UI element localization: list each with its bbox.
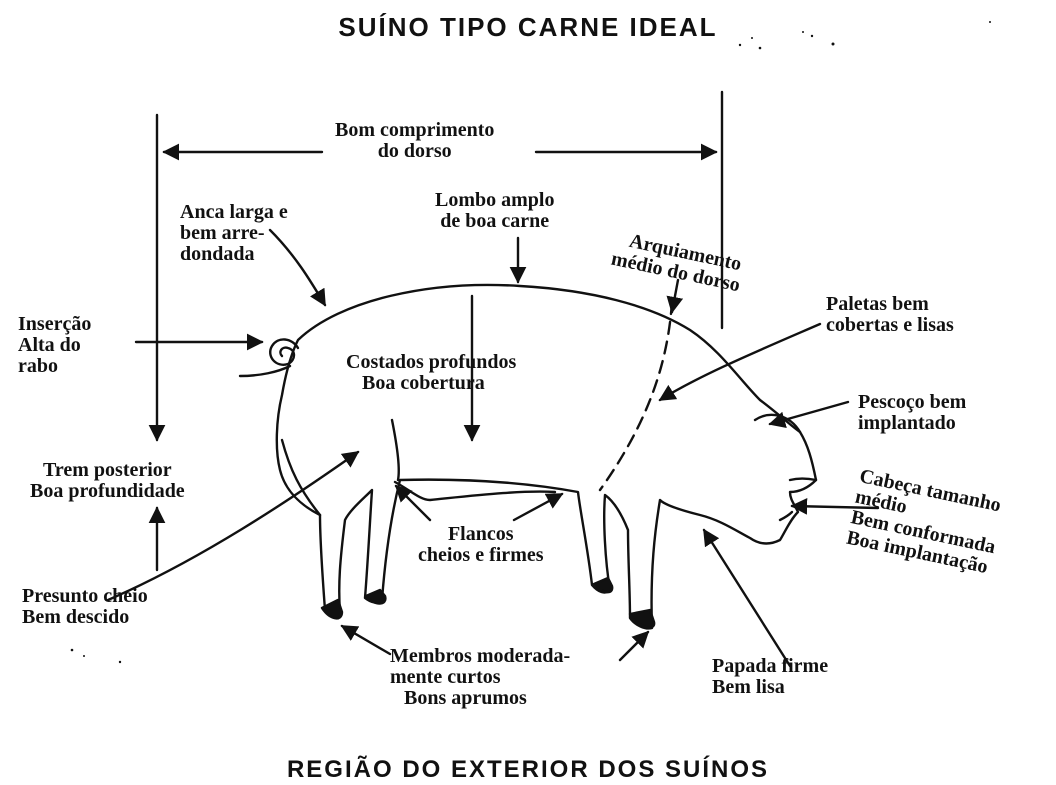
- diagram-caption: REGIÃO DO EXTERIOR DOS SUÍNOS: [286, 756, 770, 783]
- hoof-front-left: [592, 576, 614, 594]
- diagram-title: SUÍNO TIPO CARNE IDEAL: [338, 12, 718, 42]
- pig-outline: [275, 283, 818, 630]
- scan-specks: [70, 21, 991, 664]
- hoof-back-right: [364, 588, 387, 605]
- hoof-front-right: [628, 608, 656, 629]
- shoulder-dashed-line: [598, 300, 674, 492]
- hoof-back-left: [320, 598, 344, 620]
- pig-tail: [269, 338, 300, 366]
